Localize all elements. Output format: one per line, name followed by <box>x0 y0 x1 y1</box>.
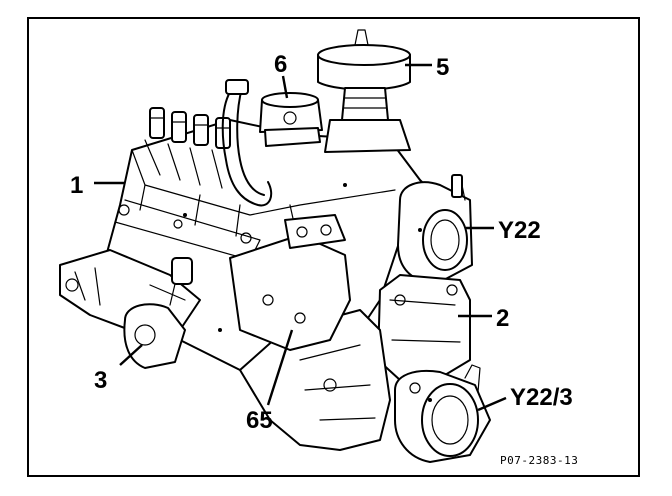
leader-3 <box>119 344 143 366</box>
callout-y22-3: Y22/3 <box>510 384 573 411</box>
component-6-unit <box>259 92 323 147</box>
leader-65 <box>266 329 294 406</box>
callout-y22: Y22 <box>498 217 541 244</box>
callout-2: 2 <box>496 305 509 332</box>
callout-1: 1 <box>70 172 83 199</box>
governor-housing <box>377 274 471 381</box>
component-5-unit <box>317 29 411 153</box>
callout-65: 65 <box>246 407 273 434</box>
solenoid-y22-3 <box>394 364 491 463</box>
leader-y22-3 <box>477 396 507 412</box>
callout-3: 3 <box>94 367 107 394</box>
component-65-plate <box>229 214 351 351</box>
component-3-unit <box>123 257 193 369</box>
solenoid-y22 <box>397 174 473 284</box>
detail-bolts <box>183 183 432 402</box>
reference-code: P07-2383-13 <box>500 454 578 467</box>
callout-5: 5 <box>436 54 449 81</box>
fuel-line <box>221 79 273 207</box>
callout-6: 6 <box>274 51 287 78</box>
leader-6 <box>281 75 289 99</box>
